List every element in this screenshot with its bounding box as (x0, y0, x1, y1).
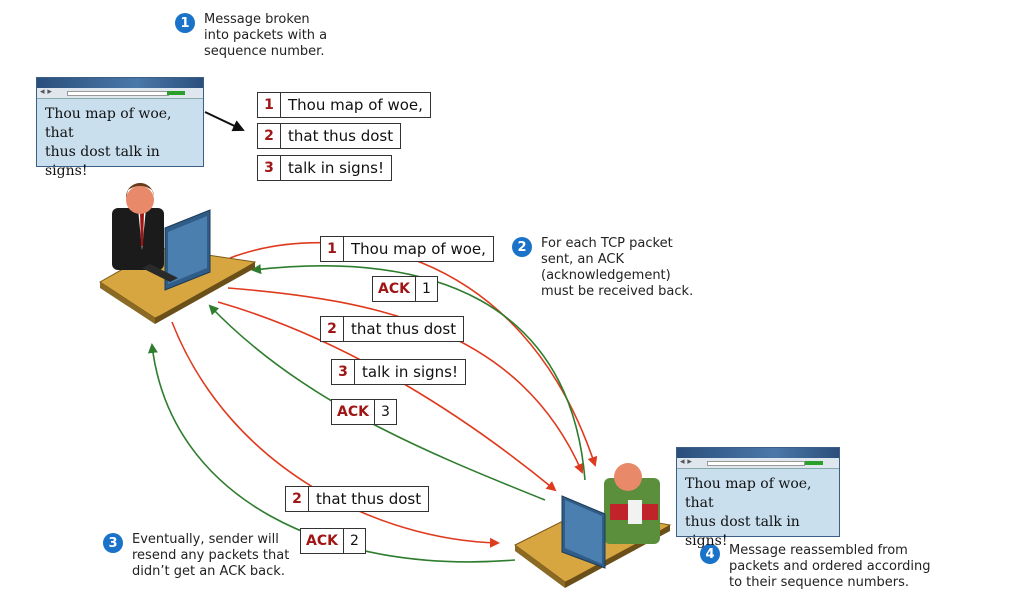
packet-text: that thus dost (316, 490, 422, 508)
packet-1: 1 Thou map of woe, (257, 92, 431, 118)
receiver-browser-window: ◂ ▸ Thou map of woe, that thus dost talk… (676, 447, 840, 549)
browser-title-bar (677, 448, 839, 458)
step-1: 1 Message broken into packets with a seq… (175, 12, 327, 60)
ack-arrow-1 (251, 264, 586, 481)
ack-2: ACK 2 (300, 528, 366, 554)
flight-packet-2: 2 that thus dost (320, 316, 465, 342)
step-3-badge: 3 (103, 533, 123, 553)
packet-seq: 2 (258, 124, 281, 148)
ack-number: 2 (349, 533, 359, 549)
packet-2: 2 that thus dost (257, 123, 402, 149)
resent-packet-2: 2 that thus dost (285, 486, 430, 512)
packet-seq: 3 (258, 156, 281, 180)
packet-seq: 1 (258, 93, 281, 117)
browser-address-bar: ◂ ▸ (37, 87, 203, 99)
ack-1: ACK 1 (372, 276, 438, 302)
step-4-badge: 4 (700, 544, 720, 564)
receiver-message: Thou map of woe, that thus dost talk in … (685, 476, 812, 549)
ack-3: ACK 3 (331, 399, 397, 425)
packet-text: that thus dost (288, 127, 394, 145)
ack-label: ACK (373, 277, 416, 301)
sender-message: Thou map of woe, that thus dost talk in … (45, 106, 172, 179)
browser-title-bar (37, 78, 203, 88)
ack-number: 3 (380, 404, 390, 420)
nav-arrows-icon: ◂ ▸ (680, 457, 692, 467)
step-2-badge: 2 (512, 237, 532, 257)
step-3: 3 Eventually, sender will resend any pac… (103, 532, 289, 580)
step-1-text: Message broken into packets with a seque… (204, 12, 328, 59)
packet-text: talk in signs! (362, 363, 458, 381)
packet-seq: 3 (332, 360, 355, 384)
step-4: 4 Message reassembled from packets and o… (700, 543, 930, 591)
step-2-text: For each TCP packet sent, an ACK (acknow… (541, 236, 694, 299)
packet-seq: 2 (286, 487, 309, 511)
sender-browser-window: ◂ ▸ Thou map of woe, that thus dost talk… (36, 77, 204, 179)
packet-seq: 2 (321, 317, 344, 341)
nav-arrows-icon: ◂ ▸ (40, 87, 52, 97)
step-3-text: Eventually, sender will resend any packe… (132, 532, 290, 579)
split-arrow (204, 111, 245, 132)
ack-number: 1 (421, 281, 431, 297)
ack-arrow-2 (147, 343, 516, 563)
packet-text: that thus dost (351, 320, 457, 338)
step-1-badge: 1 (175, 13, 195, 33)
packet-text: Thou map of woe, (351, 240, 486, 258)
sender-workstation (99, 182, 257, 324)
packet-text: Thou map of woe, (288, 96, 423, 114)
browser-address-bar: ◂ ▸ (677, 457, 839, 469)
step-4-text: Message reassembled from packets and ord… (729, 543, 931, 590)
flight-packet-1: 1 Thou map of woe, (320, 236, 494, 262)
packet-3: 3 talk in signs! (257, 155, 392, 181)
ack-label: ACK (332, 400, 375, 424)
ack-label: ACK (301, 529, 344, 553)
send-arrow-1 (229, 241, 598, 467)
flight-packet-3: 3 talk in signs! (331, 359, 466, 385)
step-2: 2 For each TCP packet sent, an ACK (ackn… (512, 236, 693, 300)
packet-text: talk in signs! (288, 159, 384, 177)
receiver-workstation (514, 463, 672, 588)
packet-seq: 1 (321, 237, 344, 261)
